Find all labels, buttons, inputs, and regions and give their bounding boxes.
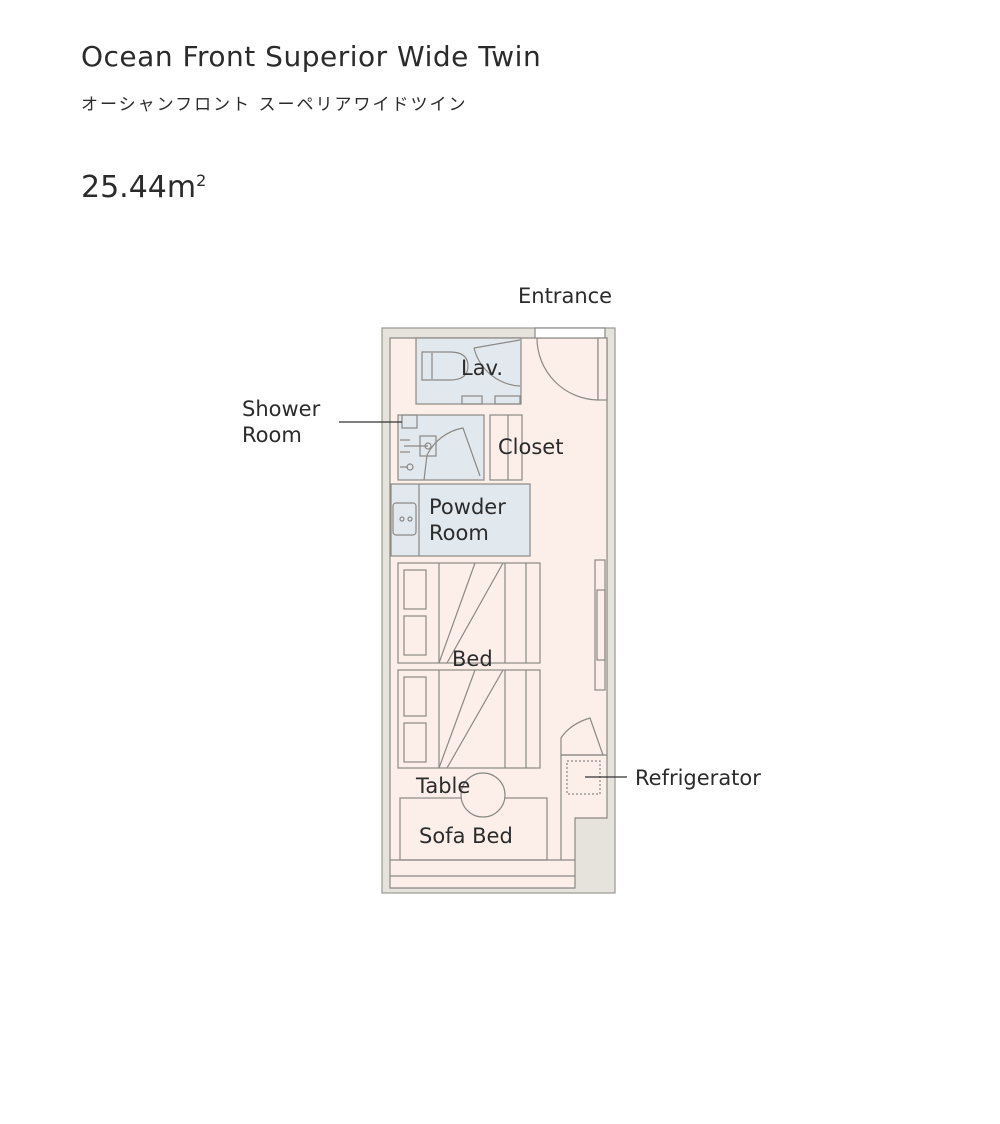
lavatory-room: [415, 337, 522, 405]
label-lav: Lav.: [461, 356, 503, 380]
lav-door-swing: [473, 339, 521, 387]
label-sofa-bed: Sofa Bed: [419, 824, 513, 848]
toilet-icon: [421, 351, 469, 381]
entrance-door-frame: [534, 327, 606, 339]
table: [460, 772, 506, 818]
sink-icon: [392, 502, 417, 536]
powder-room: [390, 483, 531, 557]
label-refrigerator: Refrigerator: [635, 766, 761, 790]
label-closet: Closet: [498, 435, 563, 459]
entrance-door-swing: [536, 337, 599, 401]
entrance-door: [597, 337, 608, 401]
bed-2: [397, 669, 541, 769]
room-title-japanese: オーシャンフロント スーペリアワイドツイン: [81, 95, 468, 115]
label-shower-1: Shower: [242, 397, 321, 421]
label-powder-2: Room: [429, 521, 489, 545]
label-entrance: Entrance: [518, 284, 612, 308]
closet: [489, 414, 523, 481]
label-shower-2: Room: [242, 423, 302, 447]
bed-1: [397, 562, 541, 664]
label-bed: Bed: [452, 647, 493, 671]
room-area: 25.44m2: [81, 170, 206, 205]
area-unit: 2: [196, 171, 207, 190]
area-value: 25.44m: [81, 170, 197, 205]
refrigerator-door-swing: [560, 717, 604, 756]
shower-door-swing: [423, 427, 481, 481]
label-powder-1: Powder: [429, 495, 506, 519]
room-title: Ocean Front Superior Wide Twin: [81, 40, 542, 73]
label-table: Table: [415, 774, 470, 798]
